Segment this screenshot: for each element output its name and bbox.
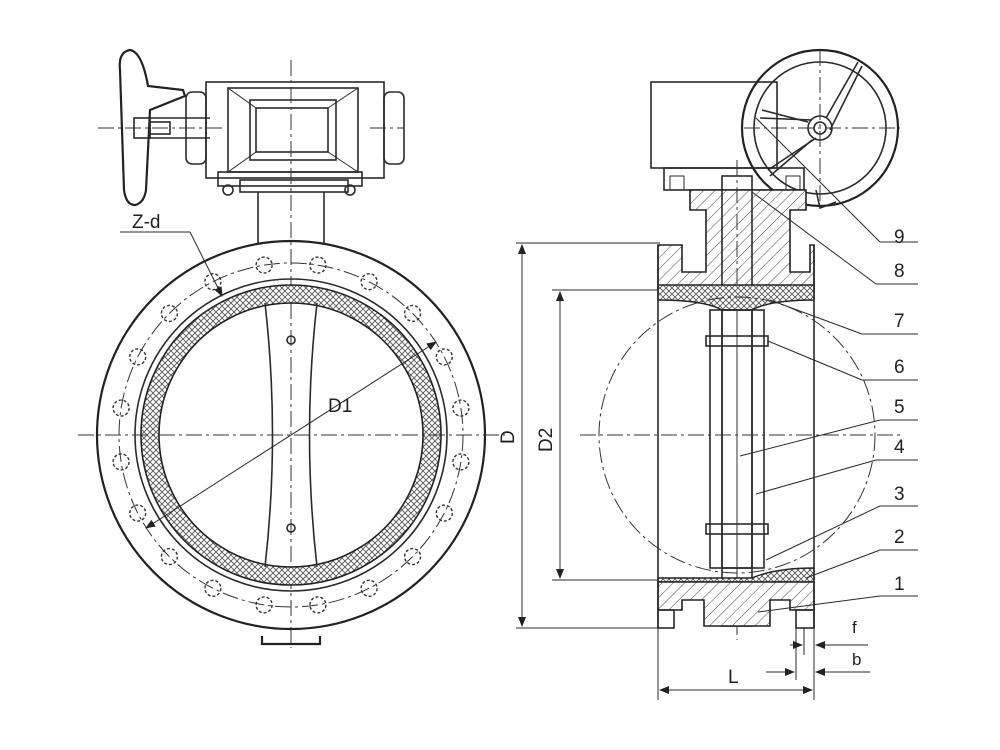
- bolt-hole: [309, 596, 327, 614]
- bolt-hole: [435, 348, 453, 366]
- part-number-2: 2: [894, 527, 905, 548]
- part-number-1: 1: [894, 574, 905, 595]
- side-upper-body: [657, 189, 815, 291]
- disc-swing-arc: [598, 296, 876, 574]
- bolt-hole: [255, 596, 273, 614]
- handwheel-side-icon: [98, 48, 225, 207]
- bolt-hole: [452, 399, 470, 417]
- zd-label: Z-d: [132, 212, 161, 233]
- bolt-hole: [204, 579, 222, 597]
- gearbox: [185, 81, 405, 196]
- side-gearbox: [650, 81, 778, 169]
- bolt-hole: [255, 256, 273, 274]
- part-number-9: 9: [894, 227, 905, 248]
- part-number-5: 5: [894, 397, 905, 418]
- part-number-6: 6: [894, 357, 905, 378]
- bolt-hole: [452, 453, 470, 471]
- f-label: f: [852, 618, 857, 637]
- side-seat-bottom: [657, 567, 815, 583]
- bolt-holes: [112, 256, 470, 614]
- bolt-hole: [160, 547, 179, 566]
- bolt-hole: [360, 579, 378, 597]
- d2-label: D2: [536, 428, 557, 452]
- bolt-hole: [204, 273, 222, 291]
- bolt-hole: [309, 256, 327, 274]
- side-lower-body: [657, 581, 815, 627]
- bolt-hole: [403, 304, 422, 323]
- bolt-hole: [403, 547, 422, 566]
- bolt-hole: [435, 504, 453, 522]
- front-view: D1 Z-d: [78, 48, 505, 648]
- part-number-4: 4: [894, 437, 905, 458]
- part-number-7: 7: [894, 311, 905, 332]
- bolt-hole: [160, 304, 179, 323]
- bolt-hole: [360, 273, 378, 291]
- side-view: D D2 L b f 9 8 7 6 5 4 3: [498, 48, 918, 700]
- part-number-3: 3: [894, 484, 905, 505]
- d1-dimension-line: [145, 341, 437, 529]
- d-label: D: [498, 430, 519, 444]
- l-label: L: [728, 667, 739, 688]
- part-callouts: 9 8 7 6 5 4 3 2 1: [739, 117, 918, 613]
- bolt-hole: [112, 399, 130, 417]
- b-label: b: [852, 650, 861, 669]
- part-number-8: 8: [894, 261, 905, 282]
- bolt-hole: [112, 453, 130, 471]
- d1-label: D1: [328, 396, 352, 417]
- handwheel-icon: [740, 48, 900, 210]
